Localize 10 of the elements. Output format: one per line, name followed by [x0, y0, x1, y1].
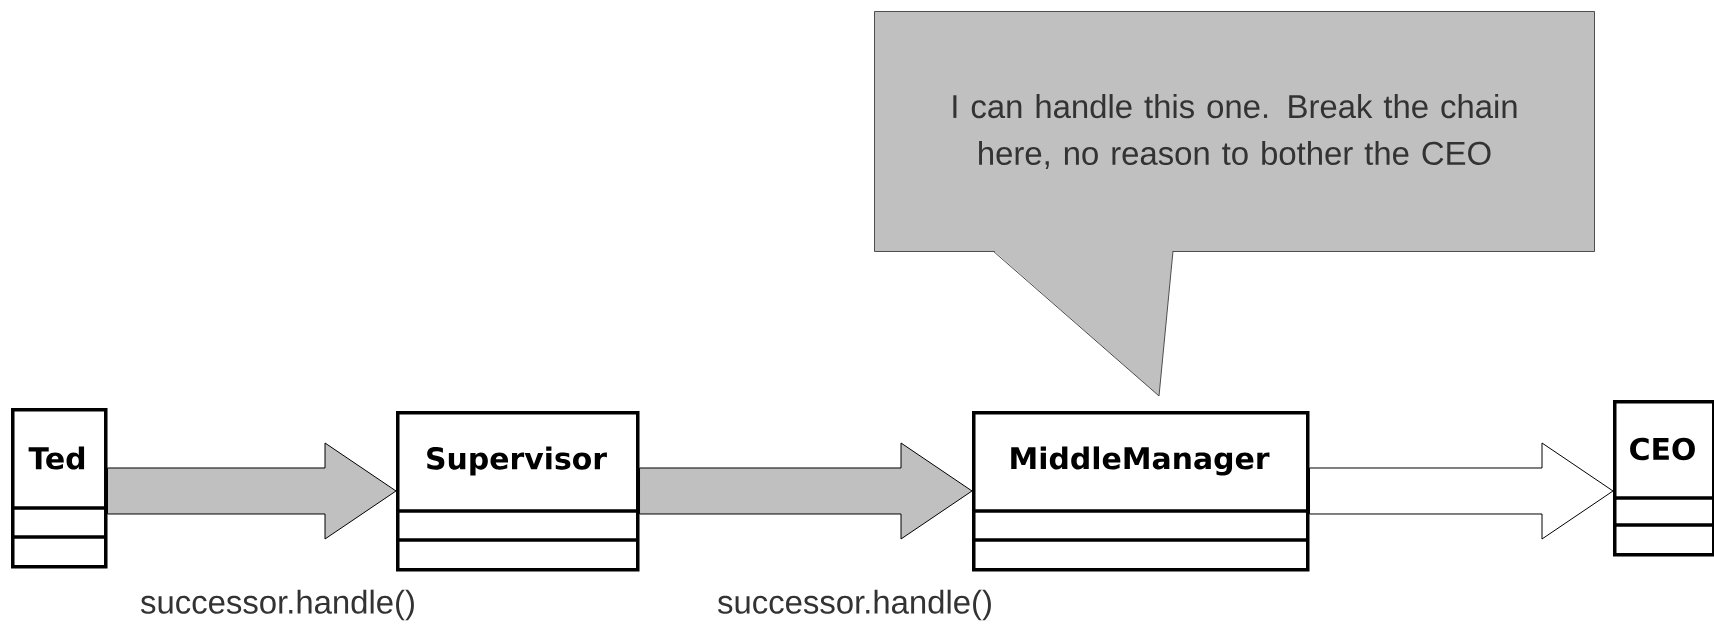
- class-box: Supervisor: [396, 411, 640, 572]
- block-arrow: [1309, 442, 1614, 540]
- edge-label: successor.handle(): [140, 589, 414, 621]
- block-arrow: [639, 442, 973, 540]
- speech-bubble: I can handle this one. Break the chain here, no reason to bother the CEO: [874, 11, 1595, 397]
- class-box: MiddleManager: [972, 411, 1310, 572]
- edge-label: successor.handle(): [717, 589, 991, 621]
- class-box: CEO: [1613, 400, 1714, 557]
- class-box: Ted: [11, 408, 108, 569]
- block-arrow: [107, 442, 397, 540]
